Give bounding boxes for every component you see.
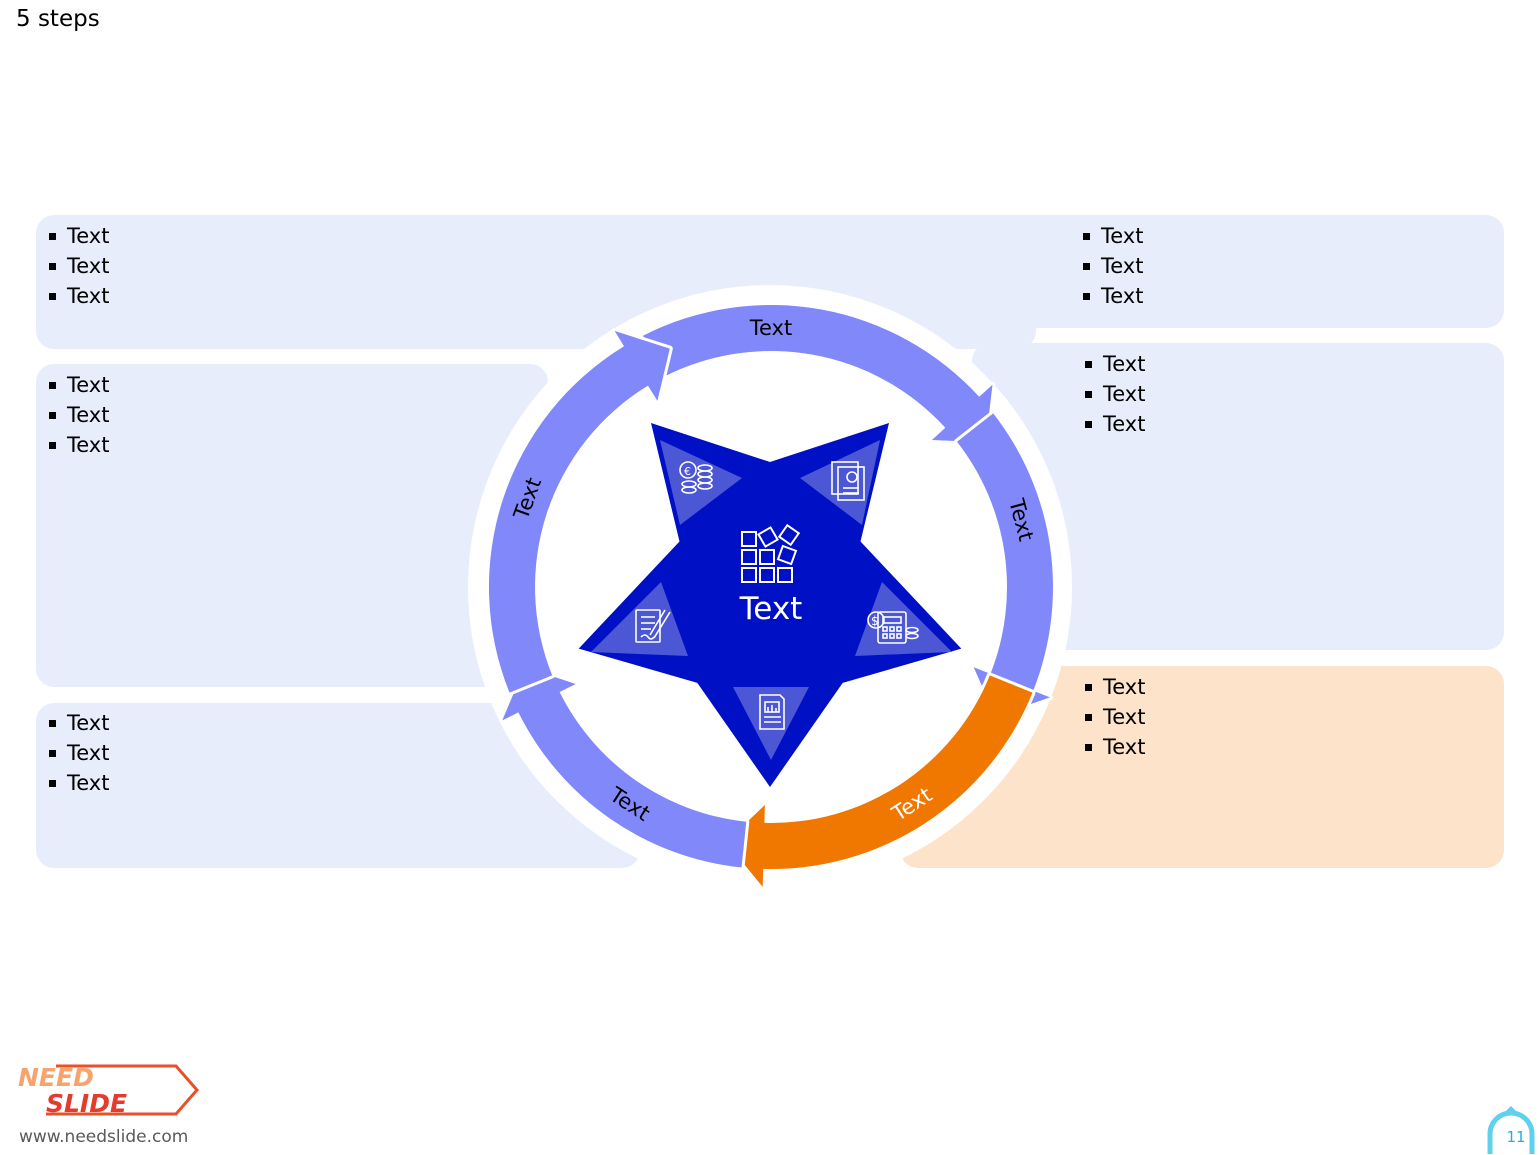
svg-text:€: € xyxy=(684,465,691,478)
panel-top-left-bullets: Text Text Text xyxy=(49,221,109,311)
slide-title: 5 steps xyxy=(16,6,100,32)
needslide-logo: NEED SLIDE xyxy=(18,1063,199,1118)
list-item: Text xyxy=(49,738,109,768)
arrow-label: Text xyxy=(749,316,792,340)
panel-bottom-right-bullets: Text Text Text xyxy=(1085,672,1145,762)
list-item: Text xyxy=(49,768,109,798)
list-item: Text xyxy=(49,400,109,430)
logo-text-bottom: SLIDE xyxy=(46,1089,127,1118)
panel-mid-left-bullets: Text Text Text xyxy=(49,370,109,460)
list-item: Text xyxy=(49,708,109,738)
euro-coins-icon: € xyxy=(660,440,742,525)
list-item: Text xyxy=(1083,281,1143,311)
arrow-left xyxy=(485,328,673,696)
list-item: Text xyxy=(1085,732,1145,762)
list-item: Text xyxy=(49,221,109,251)
list-item: Text xyxy=(1085,349,1145,379)
arrow-top xyxy=(640,302,996,446)
center-star xyxy=(578,423,962,787)
calculator-coins-icon: $ xyxy=(855,582,952,656)
list-item: Text xyxy=(49,251,109,281)
website-link[interactable]: www.needslide.com xyxy=(19,1127,189,1147)
list-item: Text xyxy=(49,430,109,460)
star-point-icons: € $ xyxy=(591,440,952,760)
list-item: Text xyxy=(1085,379,1145,409)
svg-text:$: $ xyxy=(871,614,879,628)
contract-pen-icon xyxy=(591,582,688,656)
blocks-icon xyxy=(741,523,801,583)
cycle-arrows xyxy=(485,302,1056,890)
panel-bottom-left-bullets: Text Text Text xyxy=(49,708,109,798)
list-item: Text xyxy=(1085,702,1145,732)
center-label: Text xyxy=(739,591,803,627)
list-item: Text xyxy=(1083,251,1143,281)
list-item: Text xyxy=(49,370,109,400)
page-number: 11 xyxy=(1506,1128,1526,1146)
chart-document-icon xyxy=(733,687,809,760)
report-pages-icon xyxy=(800,440,880,525)
list-item: Text xyxy=(1085,409,1145,439)
panel-mid-left xyxy=(36,364,548,687)
list-item: Text xyxy=(49,281,109,311)
page-badge-icon xyxy=(1487,1106,1535,1154)
list-item: Text xyxy=(1085,672,1145,702)
panel-top-right-bullets: Text Text Text xyxy=(1083,221,1143,311)
list-item: Text xyxy=(1083,221,1143,251)
logo-text-top: NEED xyxy=(18,1063,94,1092)
panel-mid-right-bullets: Text Text Text xyxy=(1085,349,1145,439)
